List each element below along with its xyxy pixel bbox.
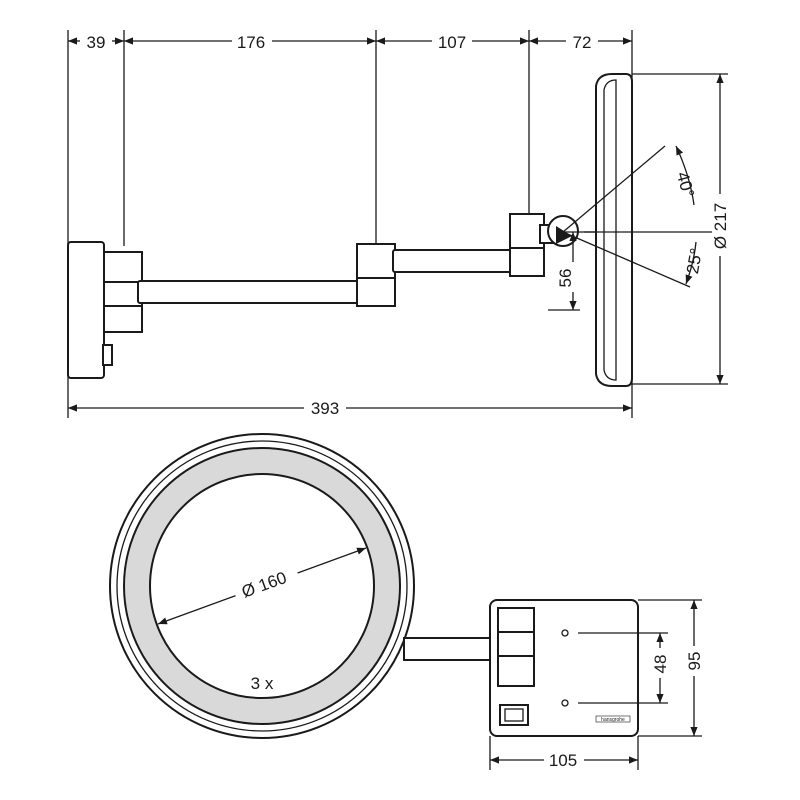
screw-hole-top — [561, 629, 569, 637]
dim-head: 72 — [529, 30, 632, 52]
dim-label-tilt-down: 25° — [683, 247, 706, 276]
joint-front-2 — [497, 631, 535, 657]
joint-block-3b — [509, 247, 545, 277]
dim-mirror-dia: Ø 217 — [708, 74, 732, 384]
dim-label-overall: 393 — [311, 399, 339, 418]
side-view: 39 176 107 72 393 — [67, 30, 732, 419]
wall-plate-side — [67, 241, 105, 379]
arm-segment-2 — [392, 249, 516, 273]
screw-hole-bottom — [561, 699, 569, 707]
arm-segment-1 — [137, 280, 367, 304]
dim-overall: 393 — [68, 397, 632, 419]
light-ring-outline — [123, 447, 401, 725]
joint-front-1 — [497, 607, 535, 633]
tilt-arc-up — [675, 145, 695, 206]
dim-plate-height: 95 — [682, 600, 704, 736]
dim-wall-depth: 39 — [68, 30, 124, 52]
brand-label: hansgrohe — [601, 717, 625, 723]
mirror-inner-profile — [603, 79, 617, 381]
dim-arm-b: 107 — [376, 30, 529, 52]
dim-label-hole-spacing: 48 — [651, 655, 670, 674]
joint-block-1a — [103, 251, 143, 283]
dim-label-mirror-dia: Ø 217 — [711, 203, 730, 249]
magnification-label: 3 x — [251, 674, 274, 693]
switch-side — [102, 344, 113, 366]
dim-plate-width: 105 — [490, 749, 638, 771]
dim-pivot-offset: 56 — [556, 232, 577, 310]
switch-rocker — [504, 708, 524, 722]
dim-arm-a: 176 — [124, 30, 376, 52]
joint-block-3a — [509, 213, 545, 249]
dim-hole-spacing: 48 — [648, 633, 670, 703]
dim-label-plate-width: 105 — [549, 751, 577, 770]
dim-label-head: 72 — [573, 33, 592, 52]
dim-label-tilt-up: 40° — [673, 170, 698, 200]
tilt-line-down — [562, 231, 691, 288]
tilt-line-up — [562, 145, 666, 233]
dim-label-arm-a: 176 — [237, 33, 265, 52]
tilt-arc-down — [685, 241, 697, 285]
mirror-side-profile — [595, 73, 633, 387]
dim-label-pivot-offset: 56 — [556, 269, 575, 288]
joint-block-1c — [103, 305, 143, 333]
dim-label-wall-depth: 39 — [87, 33, 106, 52]
joint-front-3 — [497, 655, 535, 687]
joint-block-2a — [356, 243, 396, 279]
front-view: Ø 160 3 x hansgrohe 48 95 — [109, 433, 704, 771]
joint-block-2b — [356, 277, 396, 307]
dim-label-arm-b: 107 — [438, 33, 466, 52]
dim-label-plate-height: 95 — [685, 652, 704, 671]
pivot-arrow-mark — [556, 226, 572, 244]
joint-block-1b — [103, 281, 143, 307]
switch-front — [499, 704, 529, 726]
brand-plate — [595, 715, 631, 723]
arm-front — [403, 637, 501, 661]
mirror-rim-edge — [116, 440, 408, 732]
